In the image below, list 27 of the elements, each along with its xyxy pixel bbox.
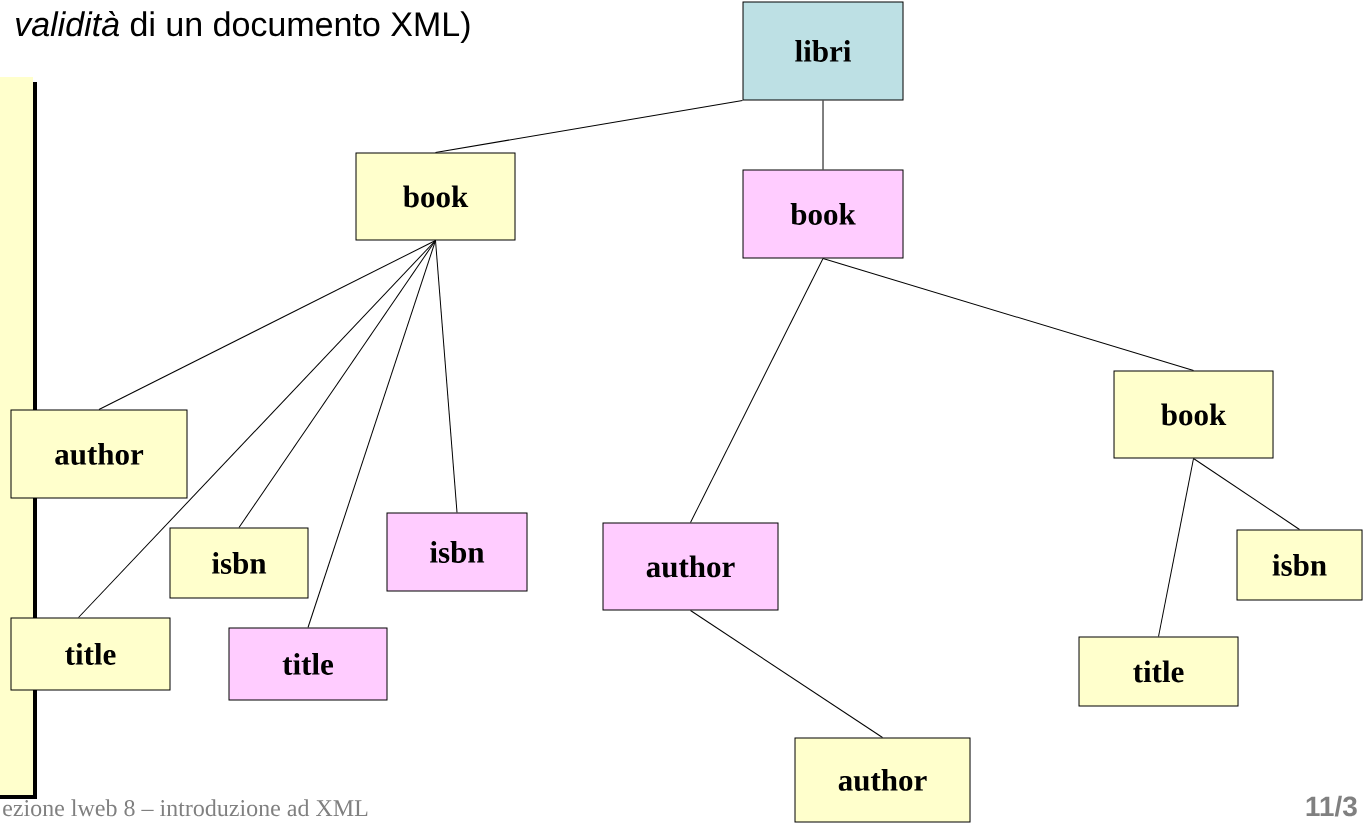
footer-text: ezione lweb 8 – introduzione ad XML <box>3 799 368 817</box>
connector-line <box>307 240 436 628</box>
connector-line <box>690 258 824 523</box>
element-box: isbn <box>386 512 528 592</box>
connector-line <box>78 240 436 618</box>
connector-line <box>822 100 824 170</box>
element-box: title <box>1078 636 1239 707</box>
connector-line <box>822 258 1194 371</box>
connector-line <box>1158 458 1194 637</box>
page-number: 11/3 <box>1306 795 1357 817</box>
element-box: title <box>10 617 171 691</box>
element-box: book <box>742 169 904 259</box>
element-box: book <box>355 152 516 241</box>
element-box: isbn <box>169 527 309 599</box>
connector-line <box>1193 458 1300 530</box>
element-box: title <box>228 627 388 701</box>
element-box: author <box>10 409 188 499</box>
element-box: author <box>602 522 779 611</box>
heading-text: validità di un documento XML) <box>16 10 470 44</box>
element-box: libri <box>742 1 904 101</box>
connector-line <box>435 100 743 153</box>
element-box: book <box>1113 370 1274 459</box>
connector-line <box>98 240 436 410</box>
element-box: isbn <box>1236 529 1363 601</box>
connector-line <box>690 610 883 738</box>
connector-line <box>435 240 458 513</box>
element-box: author <box>794 737 971 823</box>
